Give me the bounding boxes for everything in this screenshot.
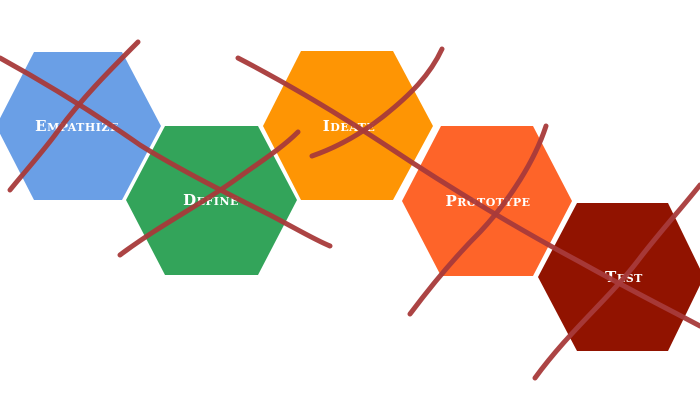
stage-prototype: Prototype bbox=[402, 126, 572, 276]
stage-empathize: Empathize bbox=[0, 52, 161, 200]
stage-hexagon-empathize bbox=[0, 52, 161, 200]
cross-out-stroke bbox=[0, 55, 333, 249]
stage-define: Define bbox=[126, 126, 297, 275]
cross-out-stroke bbox=[117, 129, 301, 258]
stage-ideate: Ideate bbox=[263, 51, 433, 200]
stage-hexagon-ideate bbox=[263, 51, 433, 200]
cross-out-stroke bbox=[235, 55, 700, 329]
cross-out-marks bbox=[0, 39, 700, 381]
stage-test: Test bbox=[538, 203, 700, 351]
cross-out-stroke bbox=[309, 46, 445, 159]
cross-out-stroke bbox=[407, 123, 549, 317]
stage-hexagon-test bbox=[538, 203, 700, 351]
cross-out-stroke bbox=[532, 182, 700, 381]
cross-out-stroke bbox=[7, 39, 141, 193]
